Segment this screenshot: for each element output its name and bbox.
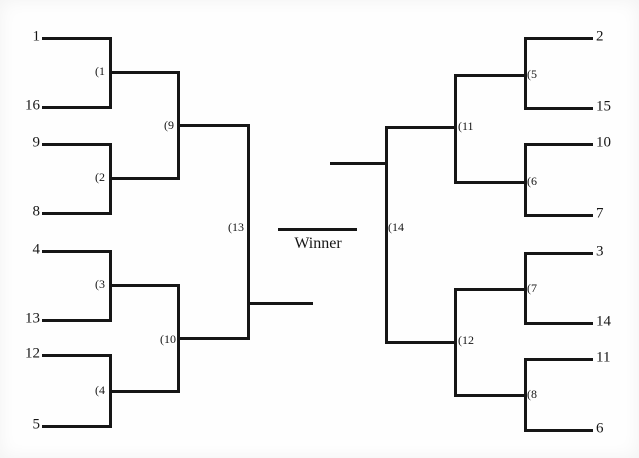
team-10-seed-label: 10	[596, 134, 611, 151]
match-6-label: (6	[527, 174, 537, 188]
winner-label: Winner	[294, 235, 342, 252]
match-14-label: (14	[388, 220, 404, 234]
match-11-label: (11	[458, 119, 474, 133]
team-7-line	[525, 214, 593, 217]
match-2-label: (2	[95, 170, 105, 184]
team-14-seed-label: 14	[596, 313, 611, 330]
match-12-v-line	[454, 288, 457, 397]
match-13-label: (13	[228, 220, 244, 234]
match-3-out-line	[110, 284, 178, 287]
match-4-label: (4	[95, 383, 105, 397]
team-5-line	[42, 425, 110, 428]
team-9-seed-label: 9	[32, 134, 41, 151]
team-4-line	[42, 250, 110, 253]
team-12-seed-label: 12	[25, 345, 40, 362]
match-5-label: (5	[527, 67, 537, 81]
match-13-out-line	[247, 302, 313, 305]
team-13-seed-label: 13	[25, 310, 40, 327]
team-10-line	[525, 143, 593, 146]
match-14-v-line	[385, 126, 388, 344]
team-11-line	[525, 358, 593, 361]
match-10-v-line	[177, 284, 180, 393]
team-7-seed-label: 7	[596, 205, 604, 222]
team-14-line	[525, 322, 593, 325]
match-6-v-line	[524, 143, 527, 217]
team-15-seed-label: 15	[596, 98, 611, 115]
match-1-out-line	[110, 71, 178, 74]
match-1-label: (1	[95, 64, 105, 78]
match-11-out-line	[386, 126, 455, 129]
team-6-line	[525, 429, 593, 432]
match-8-label: (8	[527, 387, 537, 401]
match-5-v-line	[524, 37, 527, 110]
match-2-v-line	[109, 143, 112, 215]
match-11-v-line	[454, 74, 457, 184]
match-1-v-line	[109, 37, 112, 109]
match-9-v-line	[177, 71, 180, 180]
match-10-out-line	[178, 337, 248, 340]
team-6-seed-label: 6	[596, 420, 604, 437]
match-5-out-line	[455, 74, 525, 77]
team-11-seed-label: 11	[596, 349, 611, 366]
team-5-seed-label: 5	[32, 416, 41, 433]
team-2-line	[525, 37, 593, 40]
match-9-label: (9	[164, 118, 174, 132]
team-13-line	[42, 319, 110, 322]
match-10-label: (10	[160, 332, 176, 346]
match-2-out-line	[110, 177, 178, 180]
team-15-line	[525, 107, 593, 110]
match-8-out-line	[455, 394, 525, 397]
match-3-v-line	[109, 250, 112, 322]
team-8-seed-label: 8	[32, 203, 41, 220]
match-4-out-line	[110, 390, 178, 393]
match-7-v-line	[524, 252, 527, 325]
team-16-seed-label: 16	[25, 97, 40, 114]
team-2-seed-label: 2	[596, 28, 604, 45]
team-16-line	[42, 106, 110, 109]
match-12-out-line	[386, 341, 455, 344]
team-8-line	[42, 212, 110, 215]
team-4-seed-label: 4	[32, 241, 41, 258]
team-12-line	[42, 354, 110, 357]
team-3-seed-label: 3	[596, 243, 604, 260]
match-8-v-line	[524, 358, 527, 432]
match-3-label: (3	[95, 277, 105, 291]
team-9-line	[42, 143, 110, 146]
match-6-out-line	[455, 181, 525, 184]
match-7-label: (7	[527, 281, 537, 295]
match-12-label: (12	[458, 333, 474, 347]
match-9-out-line	[178, 124, 248, 127]
match-13-v-line	[247, 124, 250, 340]
match-4-v-line	[109, 354, 112, 428]
match-7-out-line	[455, 288, 525, 291]
team-3-line	[525, 252, 593, 255]
winner-line	[278, 228, 357, 231]
team-1-line	[42, 37, 110, 40]
match-14-out-line	[330, 162, 387, 165]
team-1-seed-label: 1	[32, 28, 41, 45]
